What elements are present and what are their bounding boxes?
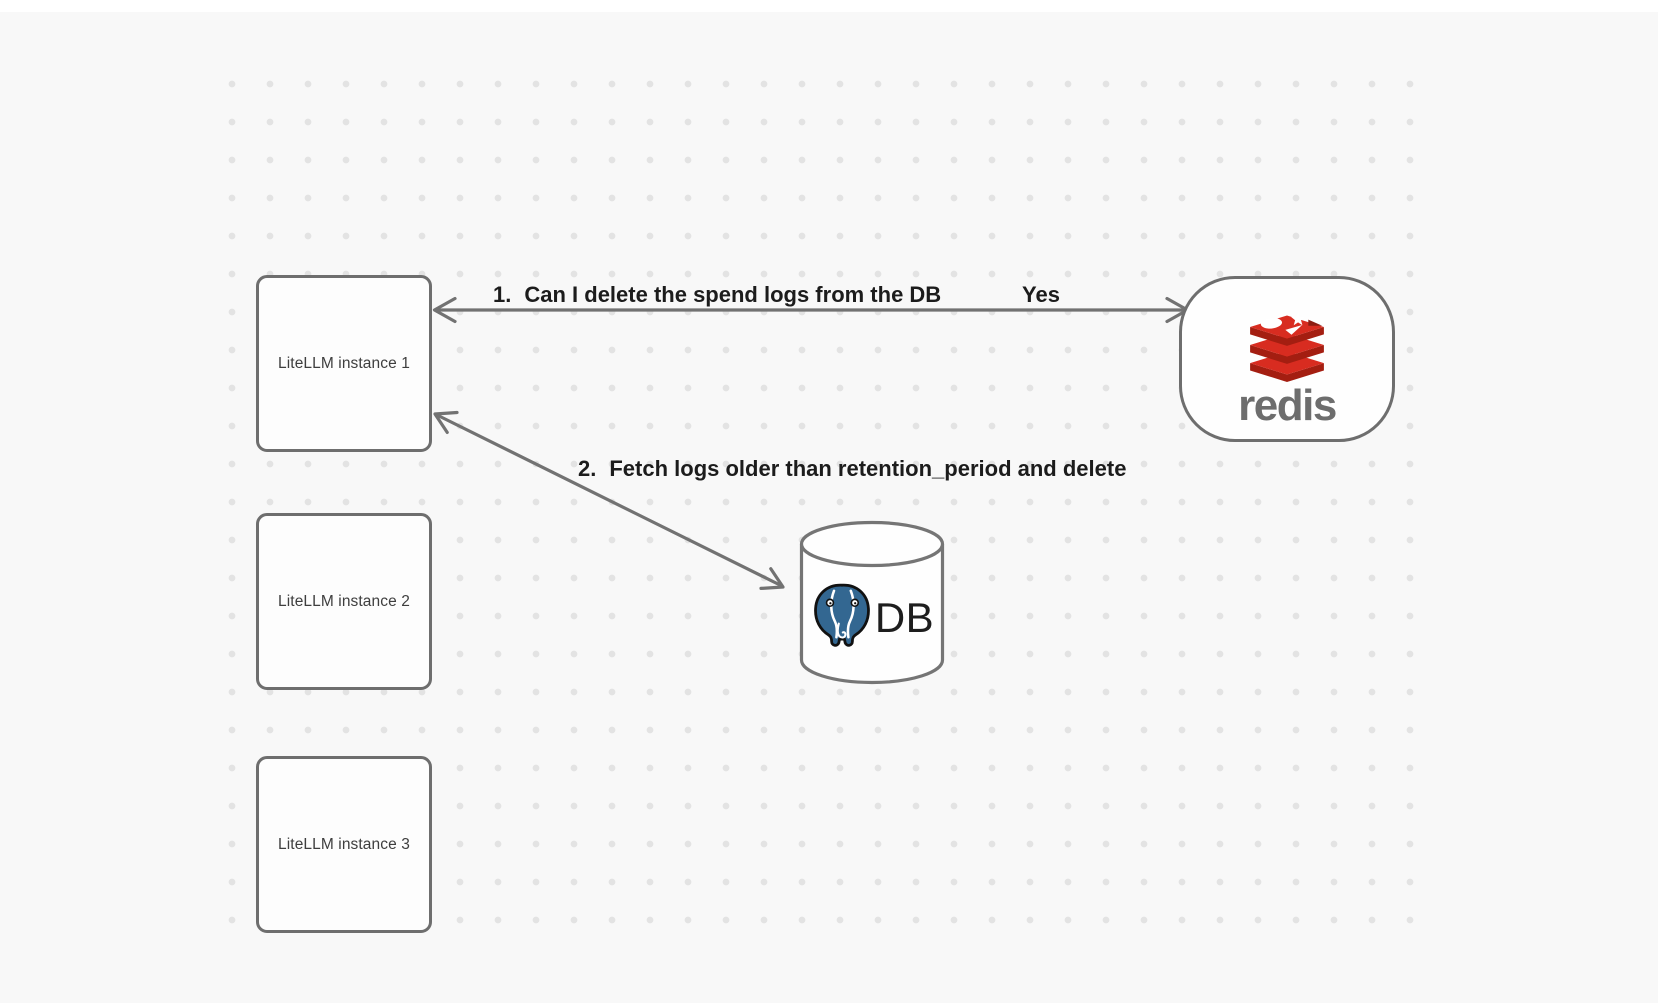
node-litellm-instance-1[interactable]: LiteLLM instance 1 [256, 275, 432, 452]
edge-2-label[interactable]: 2. Fetch logs older than retention_perio… [578, 458, 1126, 480]
edge-1-label[interactable]: 1. Can I delete the spend logs from the … [493, 284, 941, 306]
edge-1-response-label[interactable]: Yes [1022, 282, 1060, 307]
redis-logo-icon [1250, 312, 1324, 382]
edge-2-number: 2. [578, 456, 597, 481]
edge-1-number: 1. [493, 282, 512, 307]
postgres-logo-icon [814, 583, 870, 647]
node-db[interactable]: DB [799, 520, 945, 685]
node-label: LiteLLM instance 2 [278, 592, 410, 610]
node-label: LiteLLM instance 3 [278, 835, 410, 853]
redis-wordmark: redis [1238, 381, 1337, 430]
edge-2-arrow[interactable] [435, 413, 783, 589]
node-redis[interactable]: redis [1179, 276, 1395, 442]
edge-2-text: Fetch logs older than retention_period a… [609, 456, 1127, 481]
db-label: DB [874, 594, 935, 641]
node-label: LiteLLM instance 1 [278, 354, 410, 372]
top-strip [0, 0, 1658, 12]
node-litellm-instance-2[interactable]: LiteLLM instance 2 [256, 513, 432, 690]
edge-1-text: Can I delete the spend logs from the DB [524, 282, 942, 307]
db-cylinder-shape [799, 520, 945, 685]
node-litellm-instance-3[interactable]: LiteLLM instance 3 [256, 756, 432, 933]
